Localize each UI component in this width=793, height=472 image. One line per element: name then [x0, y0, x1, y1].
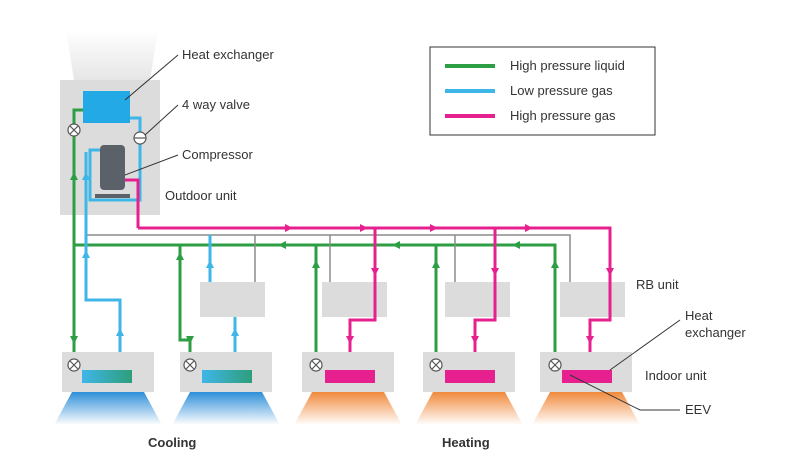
rb-units [200, 282, 625, 317]
callout-lines [124, 54, 681, 411]
suction-header [86, 234, 571, 282]
heat-exchanger-right-label-2: exchanger [685, 325, 746, 340]
eev-label: EEV [685, 402, 711, 417]
outdoor-heat-exchanger [83, 91, 130, 123]
heating-air-1 [294, 392, 402, 425]
outdoor-exhaust-air [66, 30, 158, 80]
cooling-air-2 [172, 392, 280, 425]
indoor-coil-3 [325, 370, 375, 383]
rb-unit-3 [445, 282, 510, 317]
legend: High pressure liquid Low pressure gas Hi… [429, 46, 656, 136]
heating-air-3 [532, 392, 640, 425]
heating-label: Heating [442, 435, 490, 450]
cooling-arrow-1 [70, 172, 78, 180]
four-way-valve-label: 4 way valve [182, 97, 250, 112]
indoor-coil-4 [445, 370, 495, 383]
outdoor-eev-cross [69, 125, 79, 135]
indoor-unit-label: Indoor unit [645, 368, 707, 383]
indoor-coil-1 [82, 370, 132, 383]
rb-unit-1 [200, 282, 265, 317]
cooling-arrow-2 [82, 172, 90, 180]
heat-exchanger-label: Heat exchanger [182, 47, 274, 62]
flow-arrows [278, 224, 533, 249]
rb-unit-label: RB unit [636, 277, 679, 292]
cooling-arrow-4 [116, 328, 124, 336]
compressor-label: Compressor [182, 147, 253, 162]
cooling-label: Cooling [148, 435, 196, 450]
indoor-coil-5 [562, 370, 612, 383]
rb-unit-4 [560, 282, 625, 317]
rb-bypass-lines [254, 235, 456, 282]
indoor-eev-icons [67, 358, 562, 372]
cooling-air-1 [54, 392, 162, 425]
legend-label-high-pressure-gas: High pressure gas [510, 108, 616, 123]
outdoor-piping [72, 108, 142, 340]
legend-label-high-pressure-liquid: High pressure liquid [510, 58, 625, 73]
high-pressure-gas-header [138, 226, 612, 282]
cooling-arrow-6 [231, 328, 239, 336]
indoor-coil-2 [202, 370, 252, 383]
cooling-arrow-9 [186, 336, 194, 344]
cooling-arrow-5 [206, 260, 214, 268]
cooling-arrow-7 [176, 252, 184, 260]
outdoor-unit-label: Outdoor unit [165, 188, 237, 203]
heating-arrows [312, 260, 614, 344]
rb-unit-2 [322, 282, 387, 317]
legend-label-low-pressure-gas: Low pressure gas [510, 83, 613, 98]
heating-air-2 [415, 392, 523, 425]
cooling-arrow-3 [82, 250, 90, 258]
compressor [100, 145, 125, 190]
heat-exchanger-right-label-1: Heat [685, 308, 713, 323]
cooling-arrow-8 [70, 336, 78, 344]
